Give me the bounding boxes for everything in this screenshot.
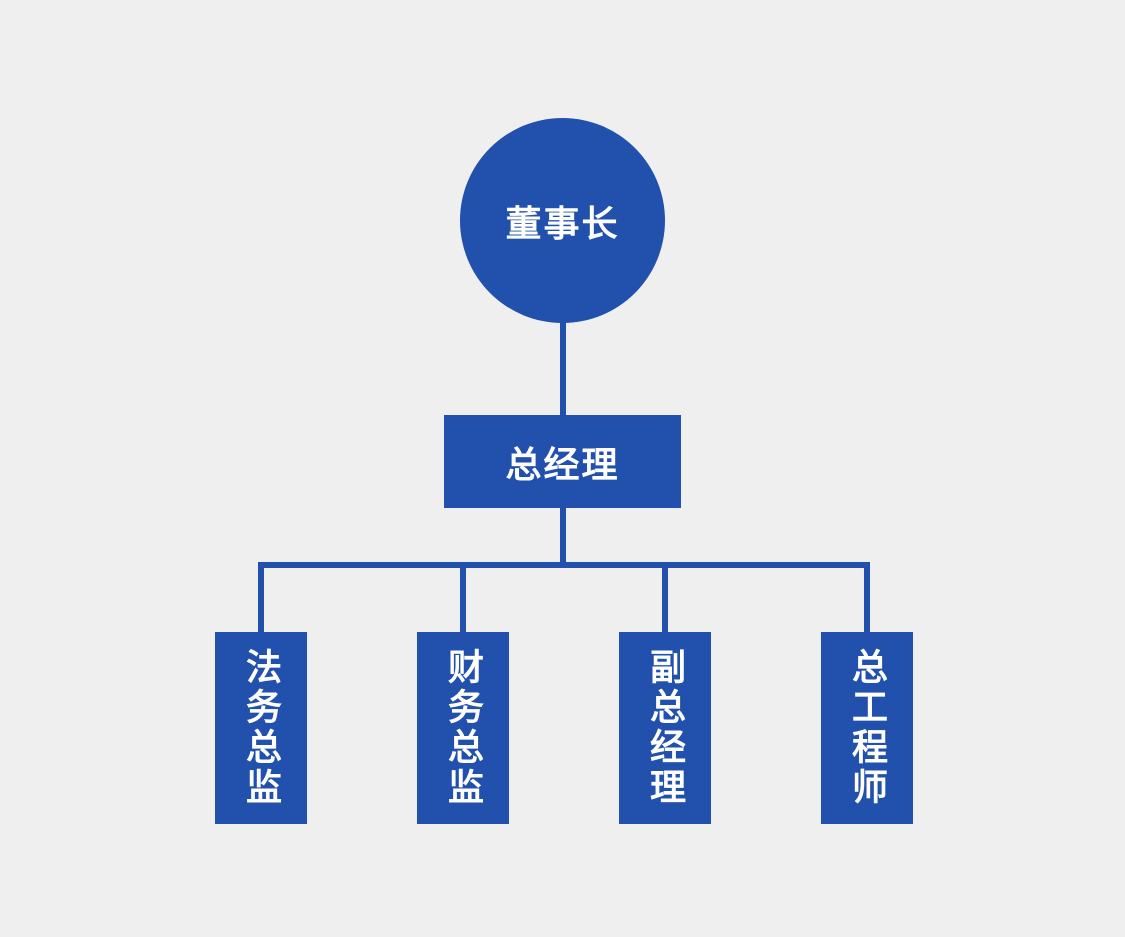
node-finance-director-label: 财务总监: [443, 648, 484, 808]
connector-drop-deputy-gm: [662, 562, 668, 632]
node-general-manager-label: 总经理: [505, 443, 620, 485]
connector-root-to-gm: [560, 322, 566, 416]
connector-gm-to-rail: [560, 507, 566, 565]
node-chairman[interactable]: 董事长: [460, 118, 665, 323]
node-legal-director[interactable]: 法务总监: [215, 632, 307, 824]
connector-horizontal-rail: [258, 562, 870, 568]
node-chief-engineer-label: 总工程师: [847, 648, 888, 808]
node-chairman-label: 董事长: [505, 202, 620, 244]
node-deputy-general-manager[interactable]: 副总经理: [619, 632, 711, 824]
node-legal-director-label: 法务总监: [241, 648, 282, 808]
node-chief-engineer[interactable]: 总工程师: [821, 632, 913, 824]
node-deputy-general-manager-label: 副总经理: [645, 648, 686, 808]
connector-drop-legal-director: [258, 562, 264, 632]
node-finance-director[interactable]: 财务总监: [417, 632, 509, 824]
node-general-manager[interactable]: 总经理: [444, 415, 681, 508]
connector-drop-chief-engineer: [864, 562, 870, 632]
connector-drop-finance-director: [460, 562, 466, 632]
